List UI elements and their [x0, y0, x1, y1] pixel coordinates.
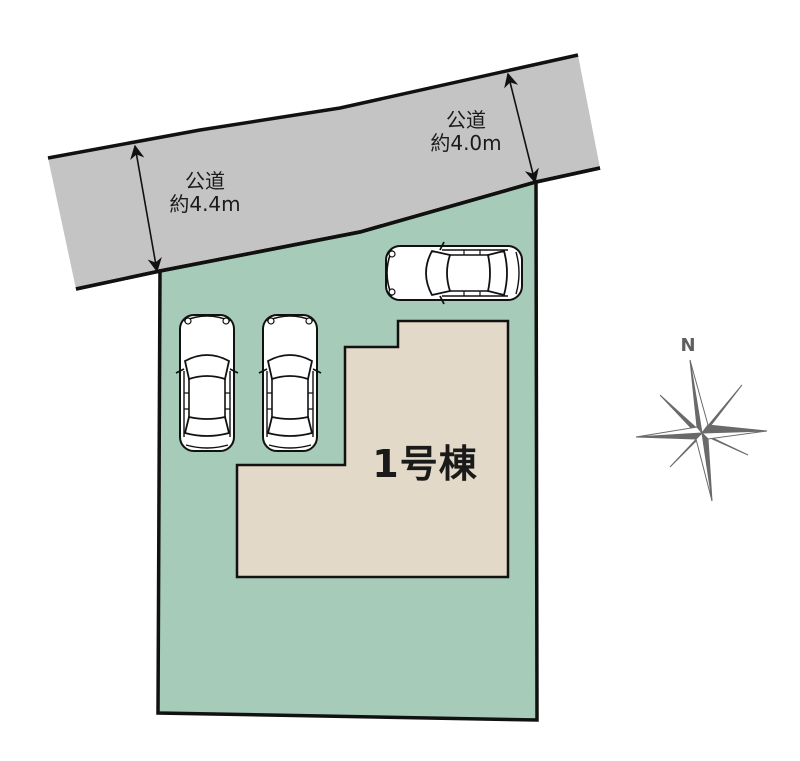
road-width-left: 約4.4m: [169, 192, 241, 216]
road-name-right: 公道: [446, 108, 486, 132]
road-width-arrow-left: [130, 144, 162, 273]
parked-car-1: [175, 314, 239, 452]
compass-north-label: N: [680, 335, 696, 356]
parked-car-2: [258, 314, 322, 452]
road-width-arrow-right: [504, 72, 539, 184]
road-label-left: 公道 約4.4m: [145, 170, 265, 216]
road-name-left: 公道: [185, 169, 225, 193]
road-width-right: 約4.0m: [430, 131, 502, 155]
building-label: 1号棟: [372, 442, 478, 486]
compass-rose-icon: [635, 359, 768, 502]
building-footprint: [235, 319, 510, 579]
parked-car-3: [385, 241, 523, 305]
road-label-right: 公道 約4.0m: [406, 109, 526, 155]
